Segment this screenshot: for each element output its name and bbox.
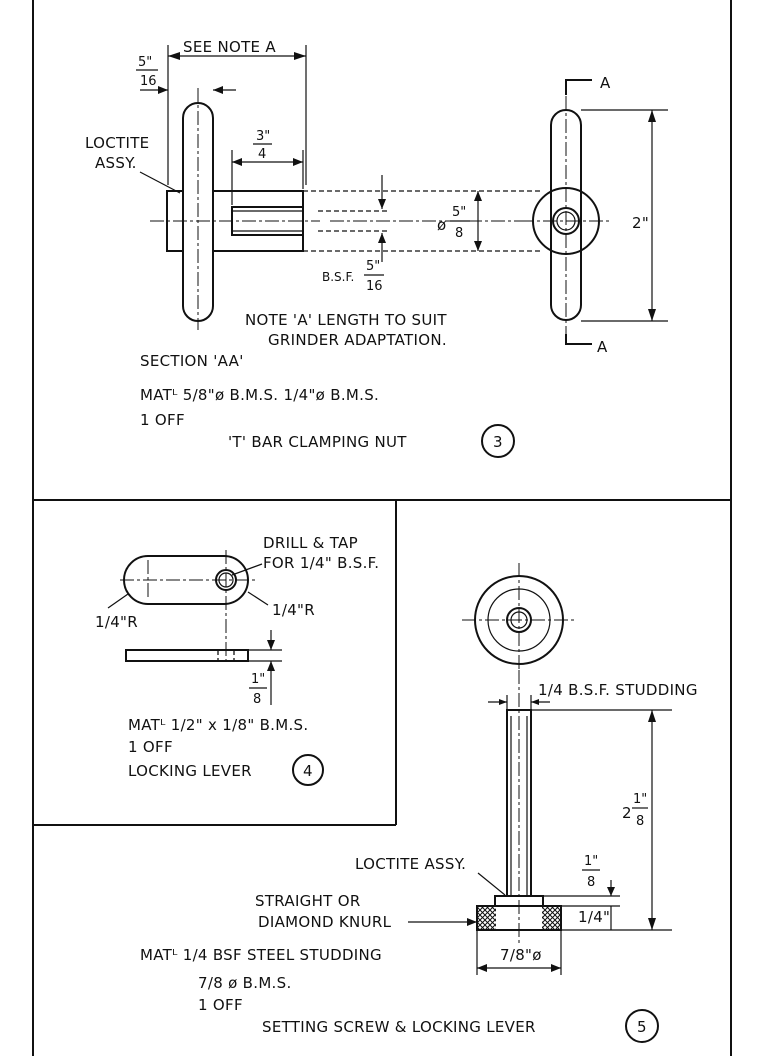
bsf-label: B.S.F. xyxy=(322,270,354,284)
knurl-line1: STRAIGHT OR xyxy=(255,892,361,910)
section-view xyxy=(150,88,540,330)
note-a-line2: GRINDER ADAPTATION. xyxy=(268,331,447,349)
knurl-line2: DIAMOND KNURL xyxy=(258,913,392,931)
dia-symbol: ø xyxy=(437,216,446,234)
flange-dim-den: 16 xyxy=(140,74,157,89)
drill-note-line2: FOR 1/4" B.S.F. xyxy=(263,554,379,572)
dim-knurl-height: 1/4" xyxy=(578,906,612,930)
knurl-height: 1/4" xyxy=(578,908,610,926)
screw-material-2: 7/8 ø B.M.S. xyxy=(198,974,292,992)
height-dim: 2" xyxy=(632,214,649,232)
spigot-dim-num: 3" xyxy=(256,129,270,144)
lever-quantity: 1 OFF xyxy=(128,738,173,756)
thickness-den: 8 xyxy=(253,692,261,707)
dim-stud-length: 2 1" 8 xyxy=(531,709,672,931)
bsf-dim-den: 16 xyxy=(366,279,383,294)
dim-spigot-length: 3" 4 xyxy=(231,129,304,205)
panel-locking-lever: DRILL & TAP FOR 1/4" B.S.F. 1/4"R 1/4"R … xyxy=(95,534,379,786)
drill-tap-callout: DRILL & TAP FOR 1/4" B.S.F. xyxy=(231,534,379,576)
knurl-diameter: 7/8"ø xyxy=(500,946,542,964)
screw-number: 5 xyxy=(637,1018,647,1036)
dia-dim-num: 5" xyxy=(452,205,466,220)
loctite-label: LOCTITE ASSY. xyxy=(355,855,466,873)
lever-number-circle xyxy=(292,754,324,786)
step-num: 1" xyxy=(584,854,598,869)
panel-t-bar-clamping-nut: SEE NOTE A 5" 16 LOCTITE ASSY. 3" 4 xyxy=(85,38,668,458)
screw-number-circle xyxy=(625,1009,659,1043)
part-number: 3 xyxy=(493,433,503,451)
screw-quantity: 1 OFF xyxy=(198,996,243,1014)
lever-number: 4 xyxy=(303,762,313,780)
dia-dim-den: 8 xyxy=(455,226,463,241)
loctite-callout-5: LOCTITE ASSY. xyxy=(355,855,506,896)
dim-spigot-diameter: ø 5" 8 xyxy=(437,191,482,251)
length-num: 1" xyxy=(633,792,647,807)
panel-setting-screw: 1/4 B.S.F. STUDDING 2 1" 8 LOCTITE ASSY.… xyxy=(140,563,698,1043)
dim-thread-bsf: B.S.F. 5" 16 xyxy=(322,175,386,294)
loctite-line1: LOCTITE xyxy=(85,134,149,152)
section-marker-bottom: A xyxy=(597,338,608,356)
flange-dim-num: 5" xyxy=(138,55,152,70)
studding-label: 1/4 B.S.F. STUDDING xyxy=(538,681,698,699)
length-den: 8 xyxy=(636,814,644,829)
dim-knurl-diameter: 7/8"ø xyxy=(476,930,562,975)
see-note-label: SEE NOTE A xyxy=(183,38,276,56)
lever-material: MATᴸ 1/2" x 1/8" B.M.S. xyxy=(128,716,308,734)
dim-flange-thickness: 5" 16 xyxy=(136,55,236,94)
step-den: 8 xyxy=(587,875,595,890)
screw-side-view xyxy=(476,670,562,945)
material-spec: MATᴸ 5/8"ø B.M.S. 1/4"ø B.M.S. xyxy=(140,386,379,404)
lever-edge-view: 1" 8 xyxy=(125,630,282,707)
screw-material-1: MATᴸ 1/4 BSF STEEL STUDDING xyxy=(140,946,382,964)
radius-right: 1/4"R xyxy=(272,601,315,619)
part-number-circle xyxy=(481,424,515,458)
spigot-dim-den: 4 xyxy=(258,147,266,162)
bsf-dim-num: 5" xyxy=(366,259,380,274)
screw-title: SETTING SCREW & LOCKING LEVER xyxy=(262,1018,536,1036)
section-title: SECTION 'AA' xyxy=(140,352,244,370)
length-whole: 2 xyxy=(622,804,632,822)
quantity: 1 OFF xyxy=(140,411,185,429)
radius-left: 1/4"R xyxy=(95,613,138,631)
lever-plan-view xyxy=(120,550,255,665)
loctite-line2: ASSY. xyxy=(95,154,137,172)
radius-callouts: 1/4"R 1/4"R xyxy=(95,591,315,631)
part-title: 'T' BAR CLAMPING NUT xyxy=(228,433,407,451)
end-view xyxy=(520,96,610,335)
dim-shoulder-step: 1" 8 xyxy=(543,854,620,907)
screw-top-view xyxy=(462,563,576,677)
loctite-callout: LOCTITE ASSY. xyxy=(85,134,181,194)
section-marker-top: A xyxy=(600,74,611,92)
dim-overall-height: 2" xyxy=(581,109,668,322)
dim-see-note-a: SEE NOTE A xyxy=(167,38,307,185)
thickness-num: 1" xyxy=(251,672,265,687)
section-marker-a: A A xyxy=(565,74,611,356)
note-a-line1: NOTE 'A' LENGTH TO SUIT xyxy=(245,311,447,329)
sheet-border xyxy=(32,0,732,1056)
knurl-callout: STRAIGHT OR DIAMOND KNURL xyxy=(255,892,477,931)
lever-title: LOCKING LEVER xyxy=(128,762,252,780)
drill-note-line1: DRILL & TAP xyxy=(263,534,358,552)
dim-stud-thread: 1/4 B.S.F. STUDDING xyxy=(488,681,698,710)
